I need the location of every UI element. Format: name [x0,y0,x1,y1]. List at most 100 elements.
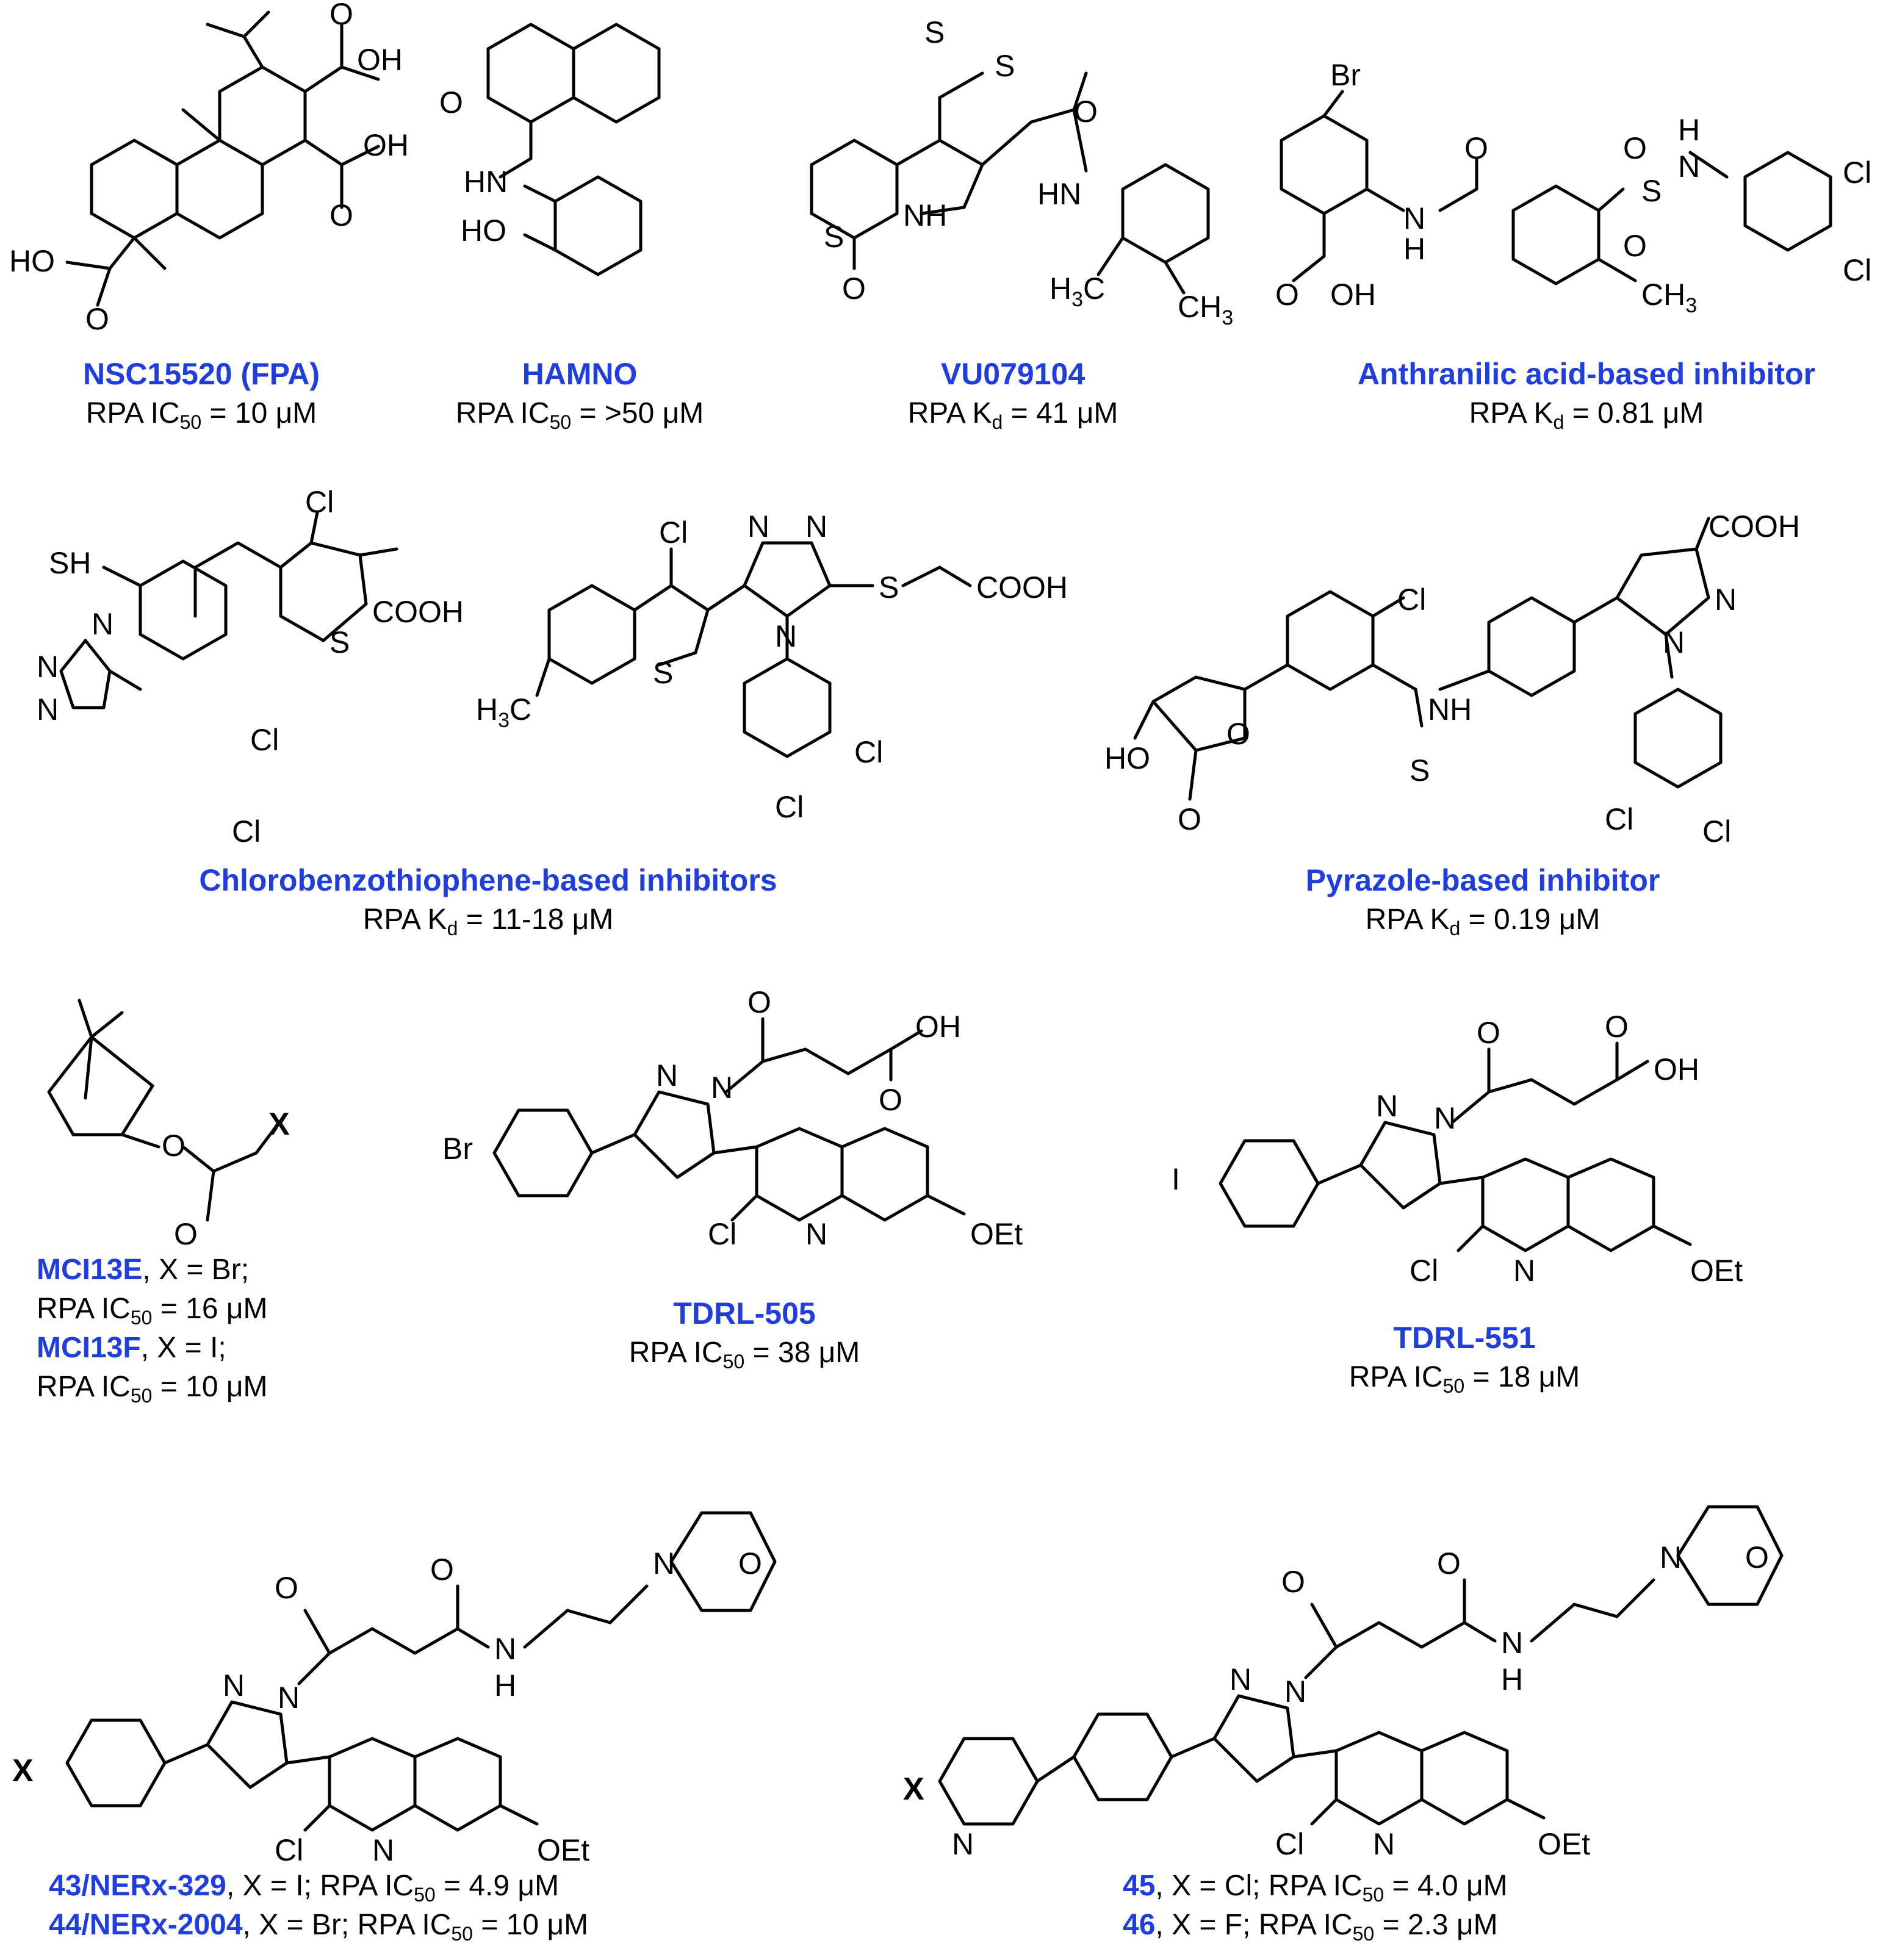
atom-label: O [275,1571,298,1605]
atom-label: O [1605,1010,1629,1044]
x-substituent: X [903,1772,924,1807]
atom-label: COOH [1709,509,1800,544]
structure-mci13: O O X [47,999,290,1251]
compound-name: Anthranilic acid-based inhibitor [1357,357,1816,391]
compound-entry: 45, X = Cl; RPA IC50 = 4.0 μM [1123,1870,1508,1906]
atom-label: H [1678,113,1700,147]
atom-label: N [1678,149,1700,184]
atom-label: OEt [1538,1827,1590,1861]
atom-label: O [174,1217,198,1251]
atom-label: N [656,1058,678,1093]
structure-nsc15520: O OH OH O HO O [9,0,409,336]
atom-label: Cl [1843,253,1871,287]
structure-pyrazole: O HO O Cl S NH COOH N N Cl Cl [1104,509,1800,849]
atom-label: OEt [970,1217,1023,1251]
atom-label: N [37,650,59,684]
atom-label: S [653,656,673,690]
compound-activity: RPA Kd = 11-18 μM [362,903,614,939]
atom-label: S [329,625,350,659]
x-substituent: X [268,1107,290,1142]
atom-label: HO [9,244,55,278]
structure-hamno: O HN HO [439,23,661,276]
compound-entry: MCI13F, X = I; [37,1332,226,1364]
atom-label: N [1513,1254,1535,1288]
atom-label: S [879,570,899,605]
structure-vu079104: S S S NH O O HN H3C CH3 [810,15,1233,329]
atom-label: H3C [1050,271,1105,311]
atom-label: H3C [476,692,531,732]
compound-activity: RPA IC50 = >50 μM [455,397,704,433]
atom-label: HN [464,165,508,199]
structure-chlorobenzothiophene-b: Cl S H3C N N N S COOH Cl Cl [476,509,1068,824]
atom-label: O [85,302,109,336]
atom-label: HO [1104,741,1150,775]
caption-hamno: HAMNO RPA IC50 = >50 μM [427,354,732,433]
atom-label: N [1284,1675,1306,1709]
atom-label: Cl [1702,814,1731,849]
atom-label: O [162,1129,185,1163]
atom-label: N [1501,1626,1523,1660]
atom-label: O [1477,1016,1500,1050]
atom-label: O [1178,802,1201,836]
atom-label: O [439,85,463,120]
atom-label: HN [1037,177,1081,211]
atom-label: COOH [976,570,1068,605]
atom-label: I [1172,1162,1180,1196]
atom-label: O [329,0,353,31]
atom-label: S [1410,753,1430,788]
atom-label: N [1434,1101,1456,1135]
atom-label: S [995,49,1015,83]
atom-label: N [92,607,113,641]
caption-tdrl-551: TDRL-551 RPA IC50 = 18 μM [1312,1318,1617,1397]
atom-label: SH [49,546,91,580]
atom-label: CH3 [1178,290,1233,329]
atom-label: H [494,1668,516,1703]
structure-nerx: X N N O O N H N O Cl N OEt [12,1511,777,1867]
caption-mci13: MCI13E, X = Br; RPA IC50 = 16 μM MCI13F,… [37,1251,403,1407]
atom-label: O [879,1083,902,1117]
caption-pyrazole: Pyrazole-based inhibitor RPA Kd = 0.19 μ… [1239,860,1727,939]
atom-label: H [1501,1662,1523,1696]
atom-label: N [711,1071,733,1105]
atom-label: O [1226,717,1250,751]
atom-label: N [775,619,797,653]
caption-nsc15520: NSC15520 (FPA) RPA IC50 = 10 μM [49,354,354,433]
atom-label: H [1403,232,1425,266]
atom-label: O [1275,278,1299,312]
atom-label: O [430,1553,454,1587]
x-substituent: X [12,1753,34,1789]
atom-label: N [1230,1662,1251,1696]
atom-label: HO [461,214,506,248]
compound-name: Pyrazole-based inhibitor [1305,863,1660,897]
atom-label: Br [1330,58,1361,92]
atom-label: N [223,1668,245,1703]
atom-label: Cl [1410,1254,1438,1288]
atom-label: N [494,1632,516,1666]
compound-entry: 46, X = F; RPA IC50 = 2.3 μM [1123,1909,1498,1945]
atom-label: Cl [659,515,688,550]
caption-chlorobenzothiophene: Chlorobenzothiophene-based inhibitors RP… [153,860,824,939]
atom-label: O [1281,1565,1305,1599]
caption-vu079104: VU079104 RPA Kd = 41 μM [860,354,1165,433]
atom-label: O [1623,229,1647,263]
compound-name: Chlorobenzothiophene-based inhibitors [199,863,777,897]
atom-label: Cl [1275,1827,1304,1861]
compound-name: NSC15520 (FPA) [82,357,320,391]
atom-label: OH [1330,278,1376,312]
compound-activity: RPA IC50 = 38 μM [628,1337,860,1373]
caption-tdrl-505: TDRL-505 RPA IC50 = 38 μM [592,1293,897,1373]
atom-label: NH [903,198,947,232]
compound-name: VU079104 [940,357,1086,391]
atom-label: N [1403,201,1425,235]
atom-label: O [747,985,771,1019]
atom-label: O [1623,131,1647,165]
atom-label: OH [357,43,403,77]
atom-label: N [747,509,769,544]
atom-label: OH [915,1010,961,1044]
compound-activity: RPA IC50 = 18 μM [1348,1361,1580,1397]
atom-label: Cl [775,790,804,824]
atom-label: O [1745,1540,1769,1574]
structure-tdrl-505: Br N N O O OH Cl N OEt [442,985,1023,1251]
compound-entry: MCI13E, X = Br; [37,1254,250,1286]
atom-label: Cl [1605,802,1633,836]
